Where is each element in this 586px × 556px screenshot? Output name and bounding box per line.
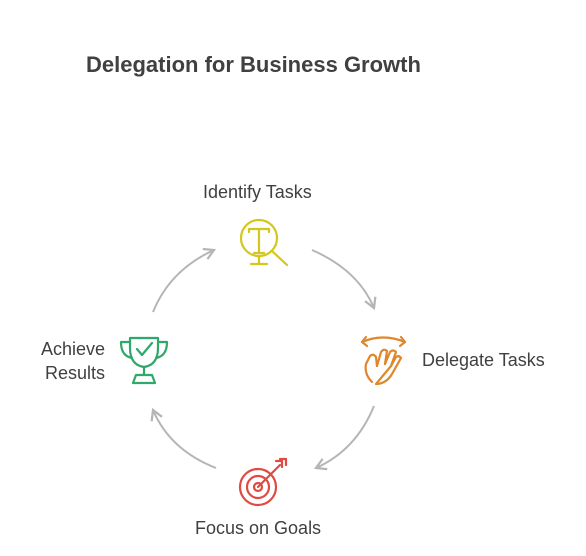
step-label-achieve-results: Achieve Results bbox=[20, 337, 105, 385]
hand-swap-icon bbox=[360, 335, 407, 386]
step-label-identify-tasks: Identify Tasks bbox=[203, 182, 312, 202]
trophy-check-icon bbox=[119, 336, 169, 385]
arrow-identify-to-delegate bbox=[311, 249, 377, 311]
arrow-focus-to-achieve bbox=[150, 407, 217, 469]
step-label-delegate-tasks: Delegate Tasks bbox=[422, 350, 545, 370]
step-label-focus-on-goals: Focus on Goals bbox=[195, 518, 322, 538]
step-label-achieve-line2: Results bbox=[44, 363, 105, 383]
magnifier-text-icon bbox=[239, 218, 289, 267]
step-label-achieve-line1: Achieve bbox=[40, 339, 105, 359]
arrow-achieve-to-identify bbox=[152, 247, 217, 313]
target-arrow-icon bbox=[238, 457, 288, 507]
diagram-title: Delegation for Business Growth bbox=[86, 52, 421, 77]
arrow-delegate-to-focus bbox=[313, 405, 375, 471]
